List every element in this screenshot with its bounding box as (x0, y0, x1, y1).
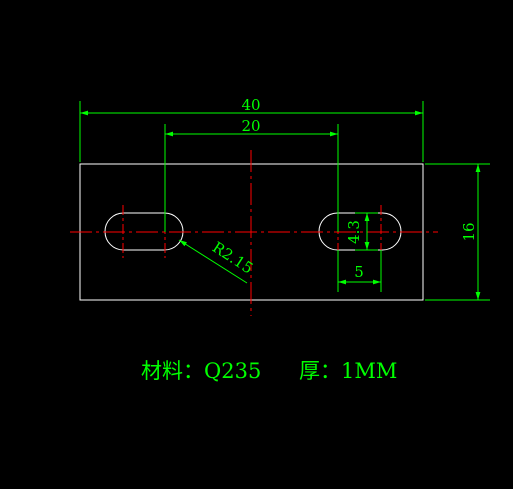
dimension-overall-width (79, 101, 424, 162)
dimension-slot-spacing-label: 20 (241, 117, 260, 135)
dimension-slot-radius (178, 239, 248, 284)
material-note: 材料：Q235 (141, 359, 261, 383)
dimension-slot-length-label: 5 (354, 263, 364, 281)
dimension-slot-radius-label: R2.15 (209, 238, 256, 277)
dimension-height (425, 163, 490, 301)
dimension-overall-width-label: 40 (241, 96, 260, 114)
thickness-note: 厚：1MM (299, 359, 397, 383)
dimension-slot-spacing (164, 124, 339, 232)
dimension-slot-length (337, 250, 382, 292)
centerlines (70, 150, 438, 316)
dimension-height-label: 16 (460, 222, 478, 241)
dimension-slot-width (355, 212, 378, 251)
dimension-slot-width-label: 4.3 (345, 220, 363, 244)
